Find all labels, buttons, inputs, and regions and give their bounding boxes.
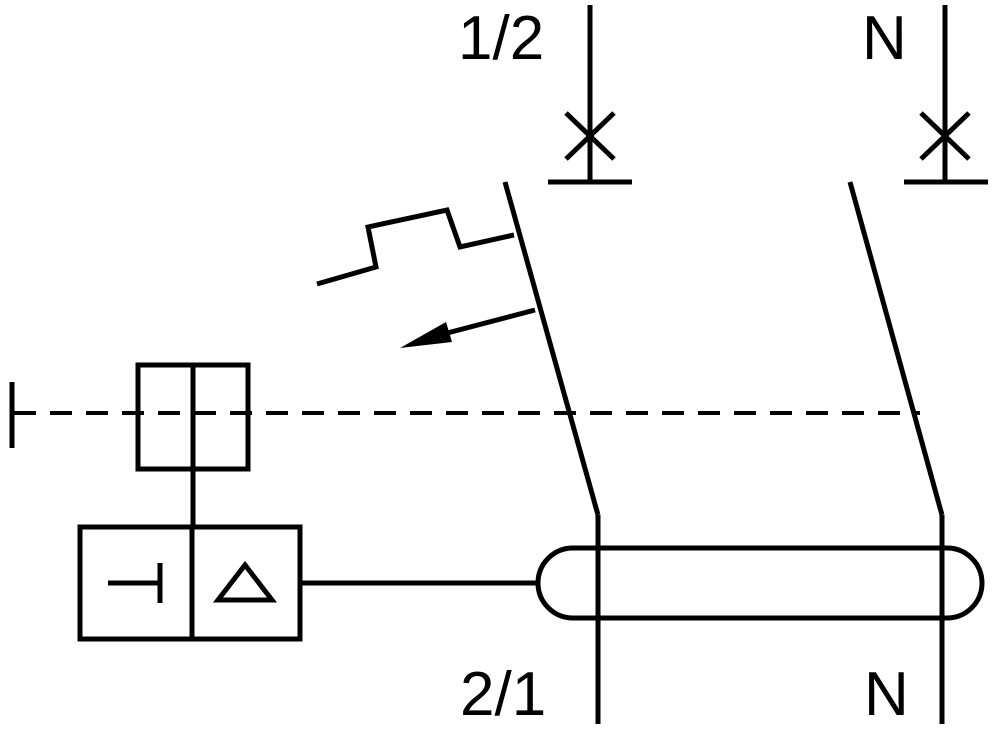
release-mechanism-box: [135, 362, 251, 527]
neutral-output-label: N: [864, 660, 909, 729]
neutral-switch-blade: [847, 181, 945, 516]
neutral-top-terminal: [904, 5, 988, 185]
phase-switch-blade: [502, 181, 601, 516]
neutral-input-label: N: [862, 4, 907, 73]
magnetic-trip-arrow: [400, 307, 536, 348]
mechanical-linkage: [9, 382, 920, 448]
thermal-trip-symbol: [316, 207, 515, 287]
phase-output-label: 2/1: [460, 660, 547, 729]
current-transformer-toroid: [535, 545, 985, 621]
phase-top-terminal: [548, 5, 632, 185]
delta-triangle-icon: [212, 560, 278, 603]
phase-input-label: 1/2: [458, 4, 545, 73]
test-indicator-box: [77, 524, 538, 642]
